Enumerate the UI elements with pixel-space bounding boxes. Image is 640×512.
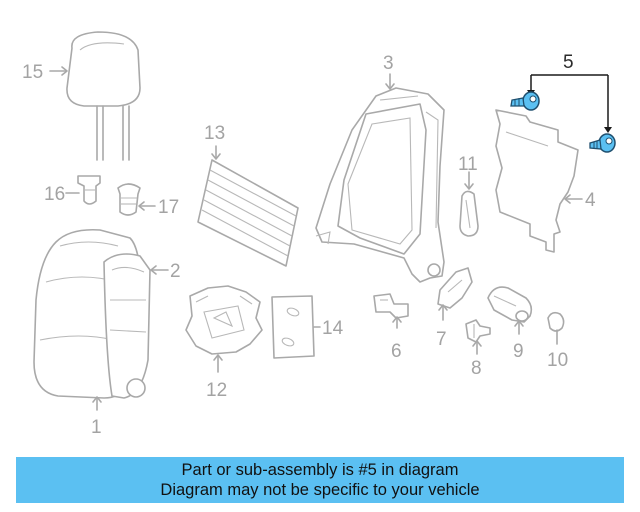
callout-7: 7 [436, 329, 447, 350]
callout-8: 8 [471, 358, 482, 379]
screw-upper [510, 91, 540, 111]
callout-15: 15 [22, 62, 43, 83]
part-4-back-panel[interactable] [495, 109, 579, 253]
callout-9: 9 [513, 341, 524, 362]
banner-line-2: Diagram may not be specific to your vehi… [160, 481, 480, 499]
part-13-lumbar-mat[interactable] [197, 159, 299, 267]
part-12-bracket[interactable] [185, 285, 263, 355]
part-15-headrest[interactable] [66, 31, 141, 161]
callout-11: 11 [458, 154, 478, 175]
part-9-knob[interactable] [487, 286, 533, 323]
callout-12: 12 [206, 380, 227, 401]
part-7-cover[interactable] [437, 267, 473, 309]
callout-13: 13 [204, 123, 225, 144]
callout-1: 1 [91, 417, 102, 438]
seat-parts-diagram: 15 16 17 1 2 13 [22, 31, 616, 438]
callout-3: 3 [383, 53, 394, 74]
banner-line-1: Part or sub-assembly is #5 in diagram [181, 461, 459, 479]
callout-16: 16 [44, 184, 65, 205]
part-11-clip[interactable] [459, 190, 479, 237]
callout-17: 17 [158, 197, 179, 218]
part-6-clip[interactable] [373, 293, 409, 319]
callout-5: 5 [563, 52, 574, 73]
callout-10: 10 [547, 350, 568, 371]
callout-2: 2 [170, 261, 181, 282]
part-5-screws[interactable] [510, 74, 616, 153]
callout-6: 6 [391, 341, 402, 362]
callout-4: 4 [585, 190, 596, 211]
part-3-seat-back-frame[interactable] [315, 87, 445, 283]
info-banner: Part or sub-assembly is #5 in diagram Di… [16, 457, 624, 503]
part-8-pin[interactable] [465, 319, 491, 343]
part-16-guide[interactable] [77, 175, 101, 205]
part-17-guide[interactable] [117, 183, 141, 216]
part-14-pad[interactable] [271, 295, 315, 359]
part-10-cap[interactable] [547, 311, 565, 332]
callout-14: 14 [322, 318, 344, 339]
part-1-seat-back-cover[interactable] [33, 228, 151, 399]
screw-lower [589, 133, 616, 153]
